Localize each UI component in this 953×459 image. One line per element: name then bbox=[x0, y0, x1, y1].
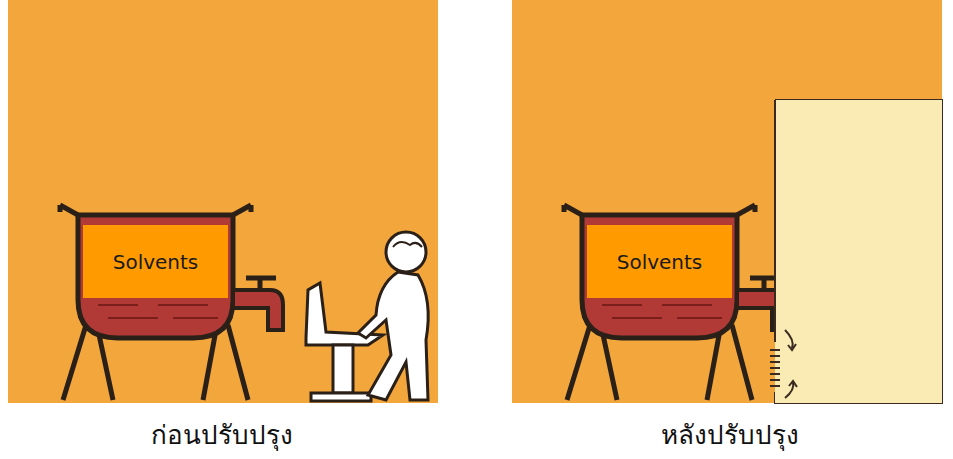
panel-caption: ก่อนปรับปรุง bbox=[151, 414, 293, 455]
solvent-box: Solvents bbox=[83, 225, 228, 298]
solvent-box: Solvents bbox=[587, 225, 732, 298]
substance-label: Solvents bbox=[617, 250, 703, 274]
panel-caption: หลังปรับปรุง bbox=[661, 414, 799, 455]
substance-label: Solvents bbox=[113, 250, 199, 274]
